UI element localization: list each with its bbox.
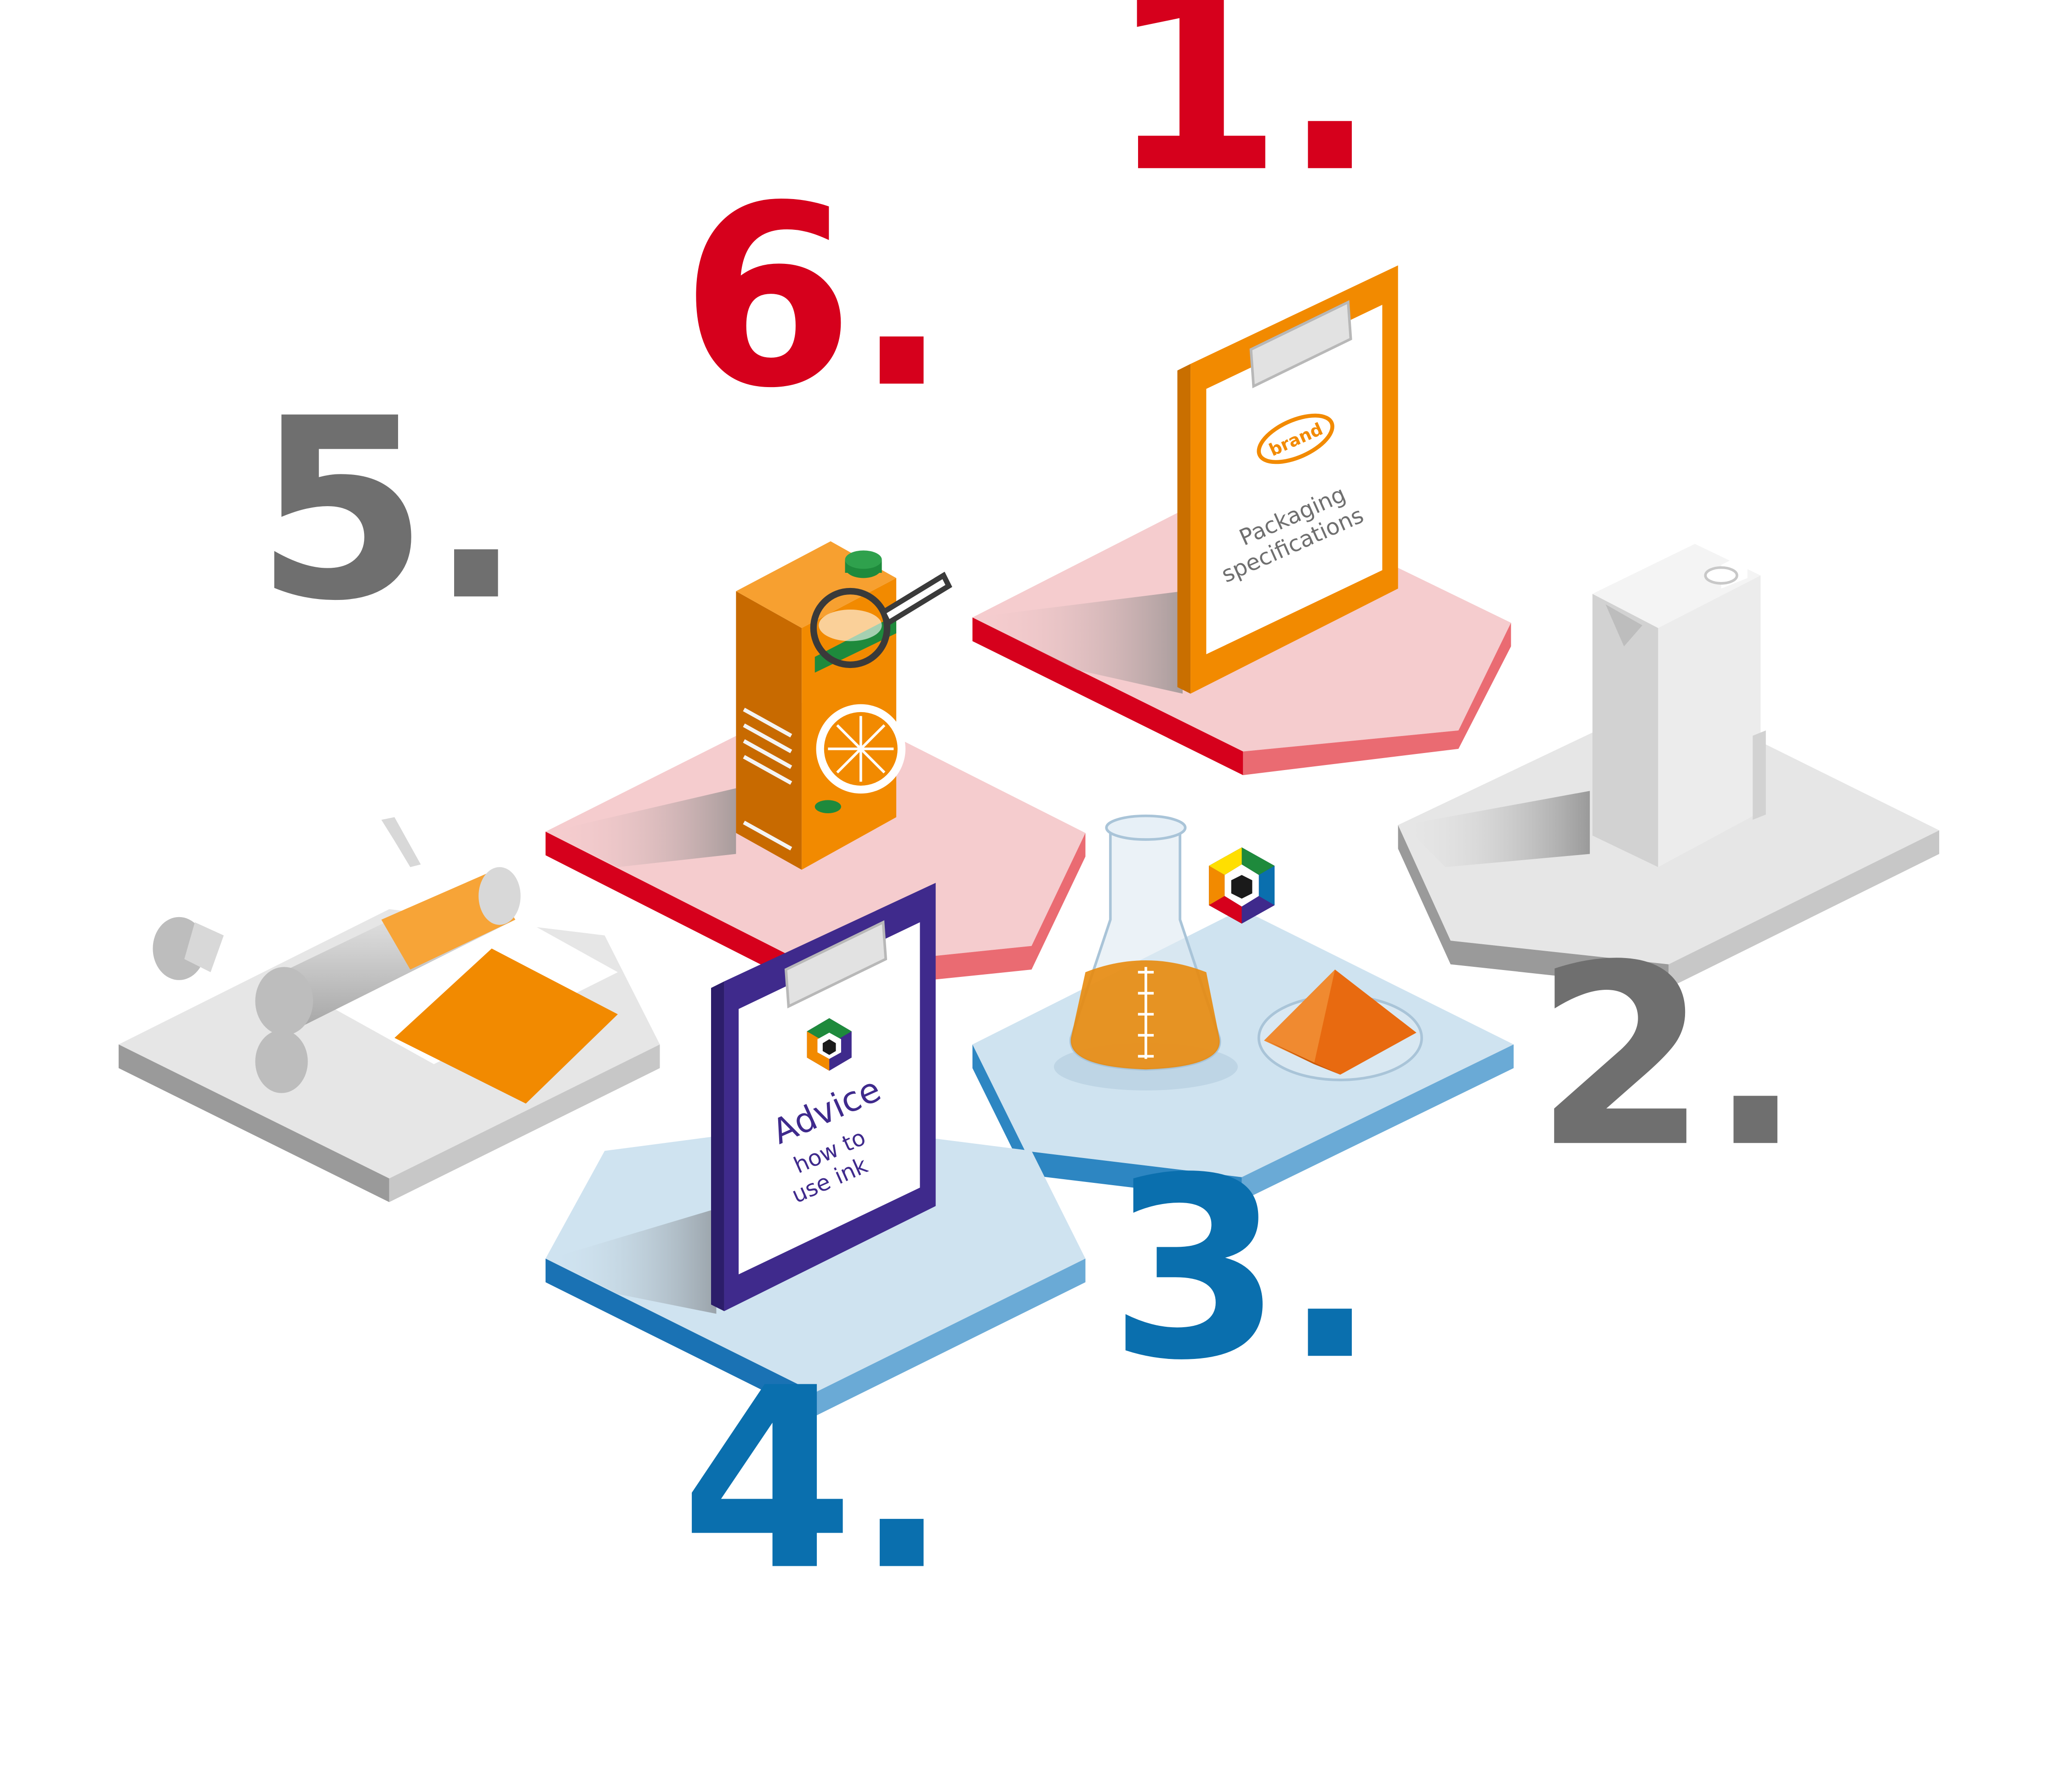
step-number-3: 3.: [1109, 1124, 1377, 1415]
color-cube-logo-icon: [1209, 847, 1275, 924]
step-number-4: 4.: [681, 1335, 949, 1625]
step-number-5: 5.: [255, 365, 524, 656]
printing-press: [153, 817, 618, 1104]
juice-carton-inspection: [736, 541, 952, 870]
advice-logo-icon: [807, 1018, 852, 1071]
clipboard-advice: Advice how to use ink: [711, 883, 936, 1312]
filling-machine: [1592, 544, 1766, 867]
step-number-6: 6.: [681, 152, 949, 443]
lab-flask-and-pigment-dish: [1053, 814, 1423, 1090]
step-number-1: 1.: [1109, 0, 1377, 228]
clipboard-packaging-specifications: brand Packaging specifications: [1177, 265, 1398, 694]
platform-3: [972, 909, 1514, 1201]
step-number-2: 2.: [1534, 912, 1803, 1202]
